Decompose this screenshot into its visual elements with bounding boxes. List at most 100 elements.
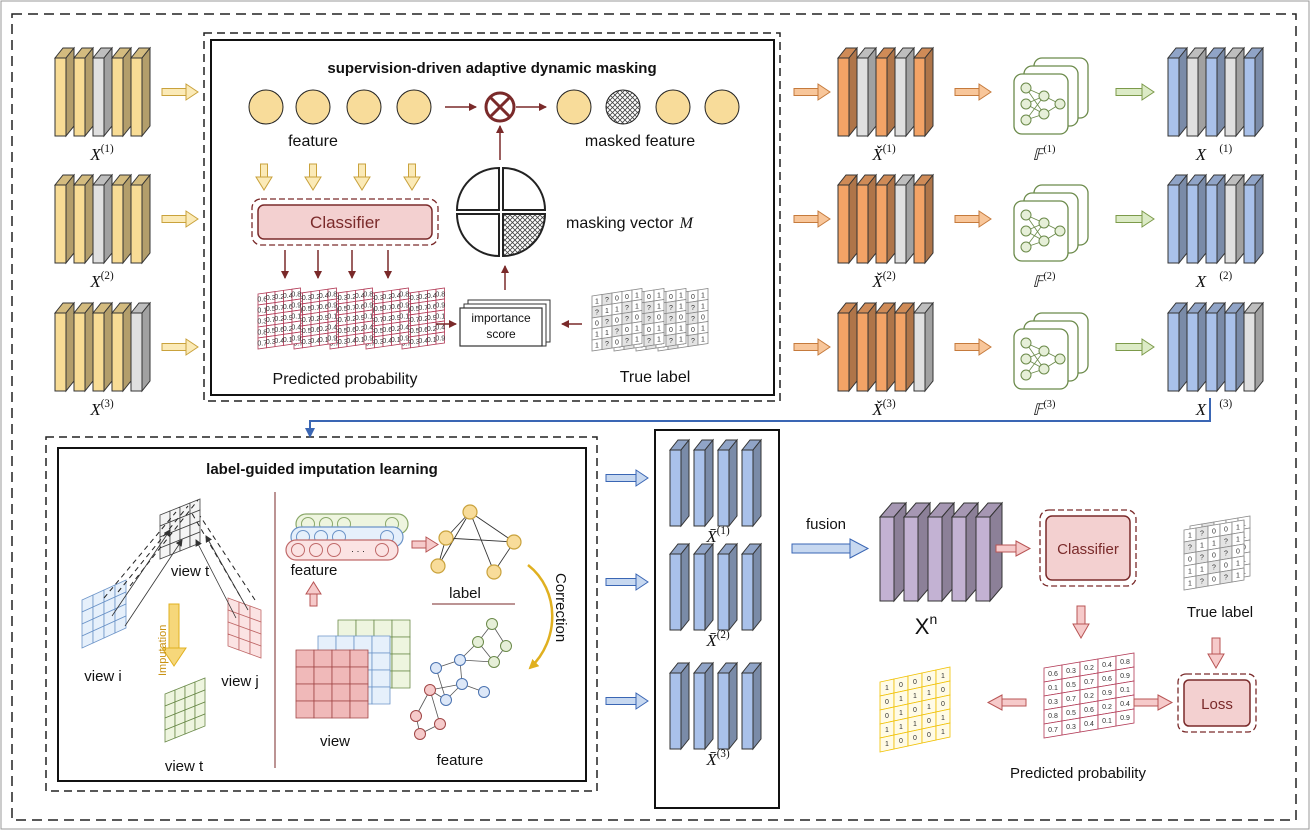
label-edge <box>445 537 515 543</box>
matrix-cell <box>391 636 411 655</box>
matrix-value: 1 <box>941 715 945 722</box>
matrix-cell <box>295 683 315 702</box>
matrix-cell <box>194 713 206 731</box>
slab-side <box>1254 46 1264 138</box>
matrix-value: 0 <box>679 314 683 321</box>
matrix-value: 1 <box>635 336 639 343</box>
math-sup: (1) <box>101 143 114 155</box>
matrix-value: 0.6 <box>1048 671 1058 678</box>
arrow-shaft <box>358 163 366 179</box>
network-icon-1 <box>1013 57 1089 135</box>
masked-label-3: X̌(3) <box>871 398 896 419</box>
slab-face <box>111 312 124 392</box>
slab-side <box>1235 46 1245 138</box>
matrix-value: 0.9 <box>327 336 337 343</box>
matrix-value: 0.2 <box>427 326 437 333</box>
matrix-value: 0 <box>913 735 917 742</box>
matrix-value: 0 <box>615 295 619 302</box>
arrow-shaft <box>605 697 639 705</box>
truelabel-to-loss-arrow <box>1207 637 1225 670</box>
arrow-shaft <box>954 215 982 223</box>
matrix-value: 0.9 <box>1102 690 1112 697</box>
matrix-value: 0.1 <box>283 337 293 344</box>
network-node <box>1020 225 1032 237</box>
matrix-value: 0 <box>913 707 917 714</box>
slab-face <box>894 312 907 392</box>
slab-side <box>103 173 113 265</box>
math-base: X <box>89 272 101 291</box>
matrix-cell <box>249 641 262 659</box>
imputed-label-1: X̄(1) <box>705 525 730 546</box>
importance-score-box <box>459 299 551 347</box>
view-to-feature-arrow <box>305 581 322 607</box>
matrix-value: 0 <box>899 682 903 689</box>
slab-side <box>1235 173 1245 265</box>
fusion-arrow <box>791 538 870 559</box>
matrix-value: 1 <box>657 303 661 310</box>
arrow-shaft <box>1115 343 1145 351</box>
matrix-value: 1 <box>1200 543 1204 550</box>
math-base: X̌ <box>871 145 883 164</box>
matrix-value: 0 <box>669 294 673 301</box>
imputed-label-3: X̄(3) <box>705 748 730 769</box>
matrix-value: 0.3 <box>374 295 384 302</box>
slab-side <box>103 46 113 138</box>
matrix-value: 0.3 <box>338 339 348 346</box>
matrix-value: 0.1 <box>1048 685 1058 692</box>
arrow-shaft <box>954 343 982 351</box>
math-sup: (2) <box>1043 271 1055 282</box>
arrow-head <box>635 469 649 487</box>
matrix-cell <box>371 635 391 654</box>
matrix-value: 0.9 <box>391 315 401 322</box>
masked-label-1: X̌(1) <box>871 143 896 164</box>
label-node <box>462 504 478 520</box>
correction-label: Correction <box>552 573 569 642</box>
feature-node <box>456 678 468 690</box>
slab-face <box>693 553 706 631</box>
imputed-view-2 <box>668 542 763 632</box>
net-in-arrow-3 <box>954 338 992 356</box>
matrix-value: 0.4 <box>355 293 365 300</box>
predicted-probability-stack: 0.60.30.20.40.80.10.50.70.60.90.30.70.20… <box>257 287 445 350</box>
slab-face <box>927 516 943 602</box>
outer-dashed-frame <box>11 13 1297 821</box>
slab-face <box>856 184 869 264</box>
matrix-value: 0.3 <box>338 295 348 302</box>
matrix-value: 0.9 <box>355 315 365 322</box>
matrix-value: 0.2 <box>274 316 284 323</box>
matrix-cell <box>331 666 351 685</box>
feature-circles <box>248 89 432 125</box>
net-in-arrow-2 <box>954 210 992 228</box>
matrix-cell <box>313 666 333 685</box>
slab-face <box>669 553 682 631</box>
slab-side <box>905 46 915 138</box>
slab-side <box>728 438 738 528</box>
matrix-value: ? <box>691 338 695 345</box>
matrix-value: 0.6 <box>274 327 284 334</box>
masked-arrow-3 <box>793 338 831 356</box>
slab-side <box>752 438 762 528</box>
imputed-views-panel <box>654 429 780 809</box>
slab-side <box>65 301 75 393</box>
arrow-head <box>978 83 992 101</box>
classifier-label: Classifier <box>310 213 380 232</box>
imputed-view-3 <box>668 661 763 751</box>
matrix-value: 1 <box>1212 541 1216 548</box>
arrow-shaft <box>161 343 189 351</box>
prob-to-binary-arrow <box>986 694 1027 711</box>
view-t-top-grid <box>159 498 201 560</box>
matrix-value: 0.4 <box>327 325 337 332</box>
matrix-value: 0 <box>625 327 629 334</box>
matrix-cell <box>355 619 375 638</box>
slab-side <box>867 301 877 393</box>
slab-face <box>111 57 124 137</box>
math-sup: (1) <box>883 143 896 155</box>
matrix-value: 0 <box>941 701 945 708</box>
matrix-cell <box>399 331 409 345</box>
bottom-grids: 1?001?11?10?0?011?011?0?11?001?11?10?0?0… <box>879 515 1251 753</box>
slab-face <box>92 184 105 264</box>
matrix-value: 0.7 <box>365 340 375 347</box>
view-grids <box>81 498 262 743</box>
math-sup: (3) <box>1219 398 1232 410</box>
